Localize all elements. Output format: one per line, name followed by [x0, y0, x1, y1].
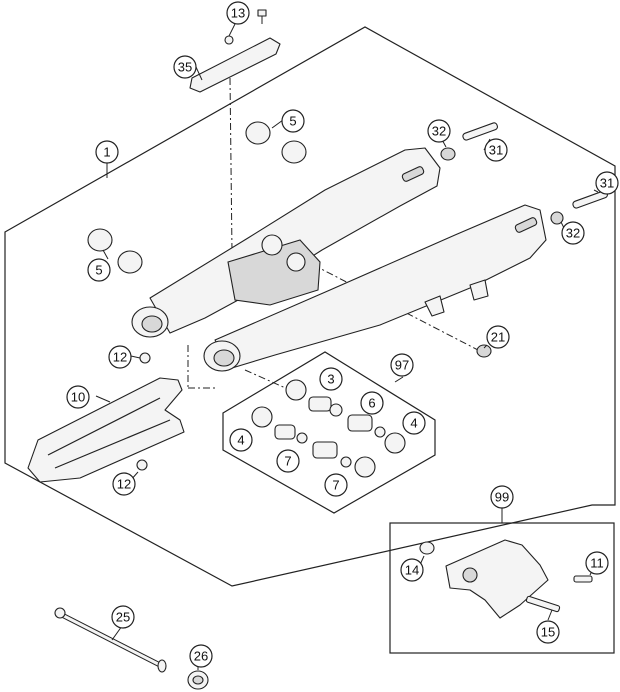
svg-text:32: 32 — [566, 226, 580, 241]
bolt-13 — [257, 9, 267, 17]
pin-31-upper — [440, 122, 498, 161]
callout-12-upper: 12 — [108, 345, 132, 369]
svg-text:10: 10 — [71, 390, 85, 405]
callout-31-upper: 31 — [484, 138, 508, 162]
callout-7-left: 7 — [276, 449, 300, 473]
svg-text:7: 7 — [284, 454, 291, 469]
screw-12-lower — [136, 459, 148, 471]
svg-text:7: 7 — [332, 478, 339, 493]
callout-4-right: 4 — [402, 411, 426, 435]
svg-text:35: 35 — [178, 60, 192, 75]
callout-7-right: 7 — [324, 473, 348, 497]
callout-13: 13 — [226, 1, 250, 25]
callout-99: 99 — [490, 485, 514, 509]
svg-text:6: 6 — [368, 396, 375, 411]
nut-21 — [476, 344, 492, 358]
svg-text:3: 3 — [327, 372, 334, 387]
chain-guide-kit-99 — [419, 539, 593, 619]
callout-5-upper: 5 — [281, 109, 305, 133]
chain-guide-bracket — [189, 37, 281, 93]
svg-text:4: 4 — [237, 433, 244, 448]
callout-12-lower: 12 — [112, 472, 136, 496]
svg-text:97: 97 — [395, 358, 409, 373]
callout-32-lower: 32 — [561, 221, 585, 245]
pin-31-lower — [550, 190, 608, 225]
callouts: 13 35 5 1 32 31 31 32 5 21 12 97 10 3 6 … — [66, 1, 619, 668]
callout-3: 3 — [319, 367, 343, 391]
callout-31-lower: 31 — [595, 171, 619, 195]
callout-14: 14 — [400, 558, 424, 582]
nut-13 — [224, 35, 234, 45]
svg-text:12: 12 — [113, 350, 127, 365]
bushing-5-upper — [245, 121, 307, 164]
chain-slider — [27, 377, 185, 483]
callout-25: 25 — [111, 605, 135, 629]
kit-frame-97 — [222, 351, 436, 514]
bearing-kit-97 — [251, 379, 406, 478]
callout-10: 10 — [66, 385, 90, 409]
svg-text:13: 13 — [231, 6, 245, 21]
bushing-5-left — [87, 228, 143, 274]
svg-text:15: 15 — [541, 625, 555, 640]
callout-6: 6 — [360, 391, 384, 415]
callout-32-upper: 32 — [427, 119, 451, 143]
svg-text:5: 5 — [95, 263, 102, 278]
svg-text:31: 31 — [600, 176, 614, 191]
callout-5-left: 5 — [87, 258, 111, 282]
svg-text:1: 1 — [103, 145, 110, 160]
axle-25 — [54, 607, 167, 673]
callout-4-left: 4 — [229, 428, 253, 452]
svg-text:31: 31 — [489, 143, 503, 158]
callout-35: 35 — [173, 55, 197, 79]
svg-text:4: 4 — [410, 416, 417, 431]
callout-11: 11 — [585, 551, 609, 575]
svg-text:14: 14 — [405, 563, 419, 578]
svg-text:32: 32 — [432, 124, 446, 139]
svg-text:12: 12 — [117, 477, 131, 492]
svg-text:11: 11 — [590, 556, 604, 571]
callout-15: 15 — [536, 620, 560, 644]
callout-21: 21 — [486, 325, 510, 349]
svg-text:99: 99 — [495, 490, 509, 505]
assembly-frame — [4, 26, 616, 587]
callout-1: 1 — [95, 140, 119, 164]
callout-97: 97 — [390, 353, 414, 377]
screw-12-upper — [139, 352, 151, 364]
svg-text:26: 26 — [194, 649, 208, 664]
callout-26: 26 — [189, 644, 213, 668]
svg-text:25: 25 — [116, 610, 130, 625]
svg-text:5: 5 — [289, 114, 296, 129]
swingarm — [131, 147, 547, 372]
svg-text:21: 21 — [491, 330, 505, 345]
